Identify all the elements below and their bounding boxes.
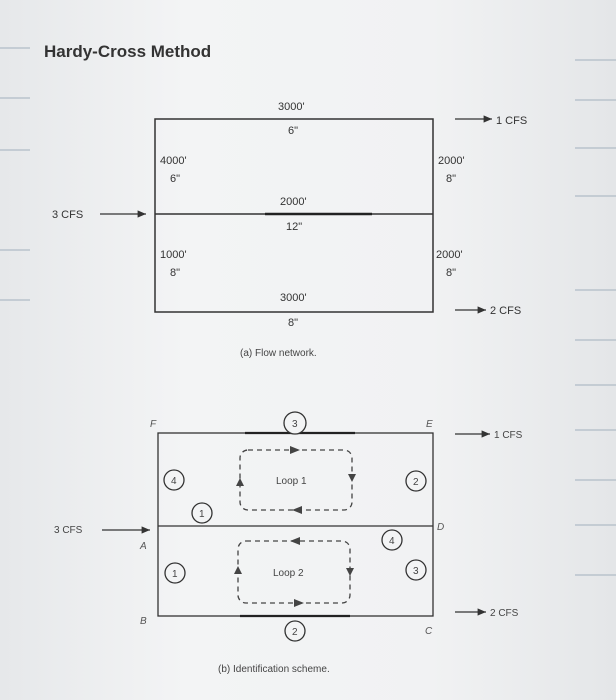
loop-1-indicator: Loop 1 [236, 446, 356, 514]
middle-pipe-diameter: 12" [286, 221, 302, 233]
pipe-number-right-lower: 3 [413, 566, 419, 577]
scheme-outflow-top-label: 1 CFS [494, 430, 523, 441]
right-lower-pipe-diameter: 8" [446, 267, 456, 279]
top-pipe-diameter: 6" [288, 125, 298, 137]
pipe-number-circle [381, 529, 403, 551]
pipe-number-circle [163, 469, 185, 491]
outflow-top-label: 1 CFS [496, 115, 527, 127]
bottom-pipe-diameter: 8" [288, 317, 298, 329]
node-f: F [150, 419, 157, 430]
node-c: C [425, 626, 433, 637]
pipe-number-circle [164, 562, 186, 584]
pipe-number-circle [191, 502, 213, 524]
node-a: A [139, 541, 147, 552]
page-margin-lines [0, 47, 616, 576]
right-upper-pipe-length: 2000' [438, 155, 465, 167]
pipe-number-top: 3 [292, 419, 298, 430]
right-upper-pipe-diameter: 8" [446, 173, 456, 185]
inflow-label: 3 CFS [52, 209, 83, 221]
caption-b: (b) Identification scheme. [218, 664, 330, 675]
loop-1-label: Loop 1 [276, 476, 307, 487]
node-d: D [437, 522, 444, 533]
network-outline [154, 118, 434, 313]
right-lower-pipe-length: 2000' [436, 249, 463, 261]
top-pipe-length: 3000' [278, 101, 305, 113]
identification-scheme: F E D A B C 3 4 2 1 4 1 3 2 Loop 1 [54, 411, 523, 675]
pipe-number-right-upper: 2 [413, 477, 419, 488]
left-lower-pipe-length: 1000' [160, 249, 187, 261]
pipe-number-circle [284, 620, 306, 642]
scheme-inflow-label: 3 CFS [54, 525, 83, 536]
pipe-number-left-upper: 4 [171, 476, 177, 487]
pipe-number-right-middle: 4 [389, 536, 395, 547]
pipe-number-middle: 1 [199, 509, 205, 520]
scheme-outline [157, 432, 434, 617]
loop-2-label: Loop 2 [273, 568, 304, 579]
pipe-number-circle [283, 411, 307, 435]
node-e: E [426, 419, 433, 430]
pipe-number-left-lower: 1 [172, 569, 178, 580]
flow-network: 3000' 6" 4000' 6" 2000' 8" 2000' 12" 100… [52, 101, 527, 359]
page-title: Hardy-Cross Method [44, 42, 212, 61]
pipe-number-circle [405, 559, 427, 581]
left-upper-pipe-diameter: 6" [170, 173, 180, 185]
bottom-pipe-length: 3000' [280, 292, 307, 304]
loop-2-indicator: Loop 2 [234, 537, 354, 607]
pipe-number-circle [405, 470, 427, 492]
pipe-number-bottom: 2 [292, 627, 298, 638]
middle-pipe-length: 2000' [280, 196, 307, 208]
scheme-outflow-bottom-label: 2 CFS [490, 608, 519, 619]
left-upper-pipe-length: 4000' [160, 155, 187, 167]
node-b: B [140, 616, 147, 627]
caption-a: (a) Flow network. [240, 348, 317, 359]
left-lower-pipe-diameter: 8" [170, 267, 180, 279]
outflow-bottom-label: 2 CFS [490, 305, 521, 317]
